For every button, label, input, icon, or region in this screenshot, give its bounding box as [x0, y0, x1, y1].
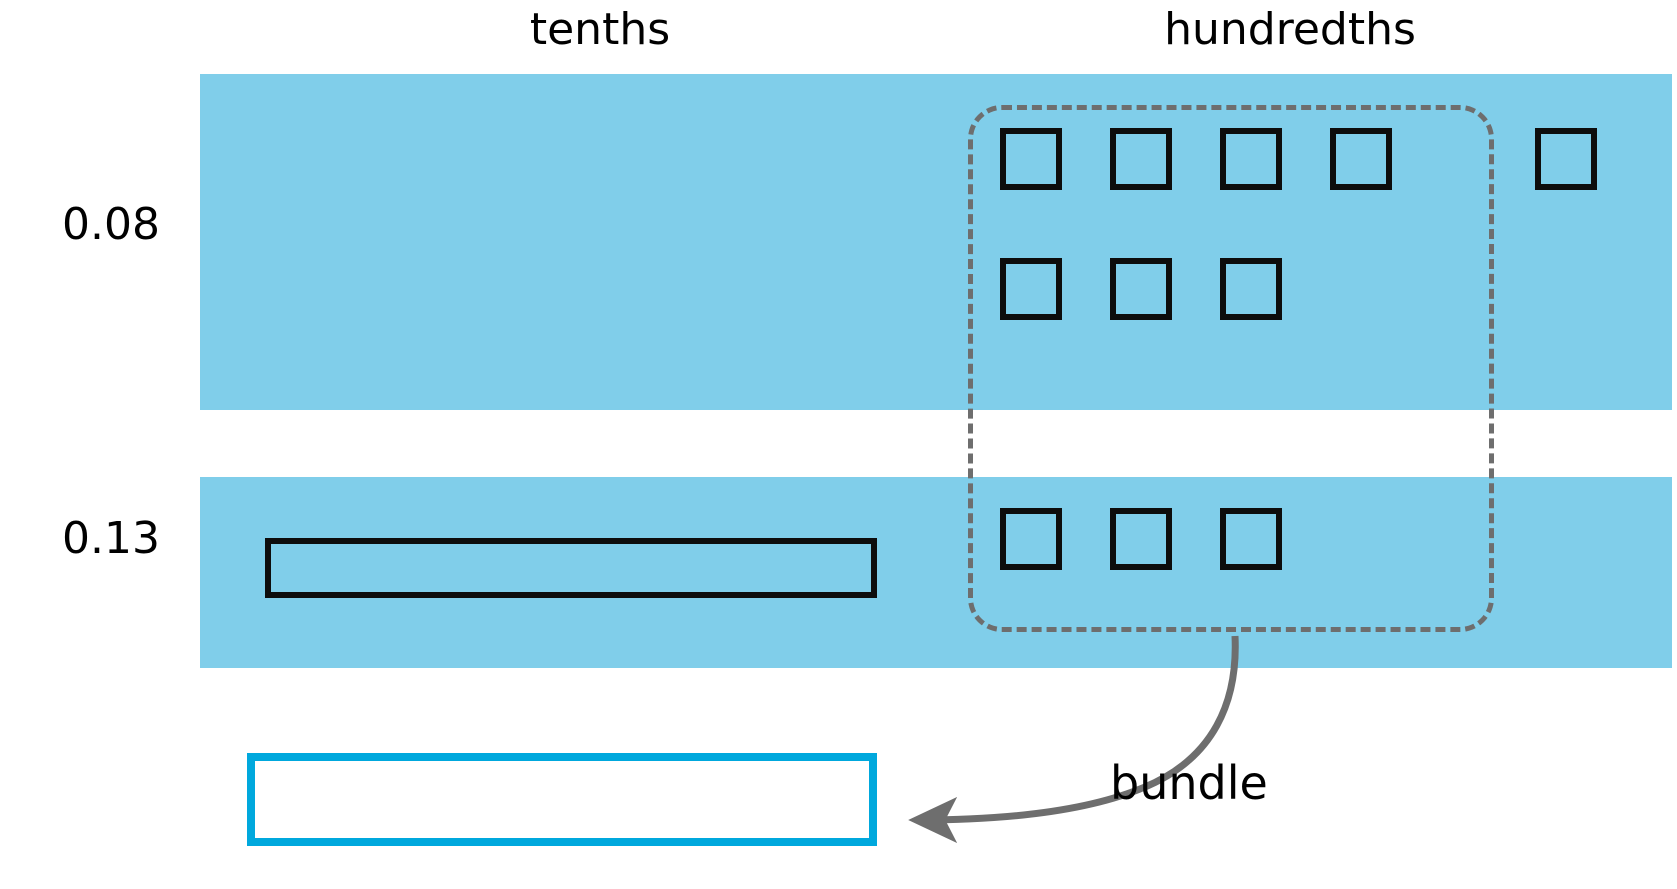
bundled-tenth-result-bar	[247, 753, 877, 846]
hundredth-square	[1110, 258, 1172, 320]
row-band-0-08	[200, 74, 1672, 410]
bundle-label: bundle	[1110, 756, 1268, 810]
column-header-tenths: tenths	[529, 4, 671, 55]
hundredth-square	[1220, 258, 1282, 320]
hundredth-square	[1220, 128, 1282, 190]
hundredth-square	[1000, 508, 1062, 570]
hundredth-square	[1220, 508, 1282, 570]
column-header-hundredths: hundredths	[1164, 4, 1416, 55]
row-value-label-second: 0.13	[62, 513, 160, 564]
hundredth-square	[1000, 258, 1062, 320]
hundredth-square	[1000, 128, 1062, 190]
hundredth-square	[1110, 508, 1172, 570]
hundredth-square	[1110, 128, 1172, 190]
tenth-bar-unit	[265, 538, 877, 598]
hundredth-square-outside-bundle	[1535, 128, 1597, 190]
row-value-label-first: 0.08	[62, 199, 160, 250]
bundle-dashed-outline	[968, 105, 1494, 632]
hundredth-square	[1330, 128, 1392, 190]
